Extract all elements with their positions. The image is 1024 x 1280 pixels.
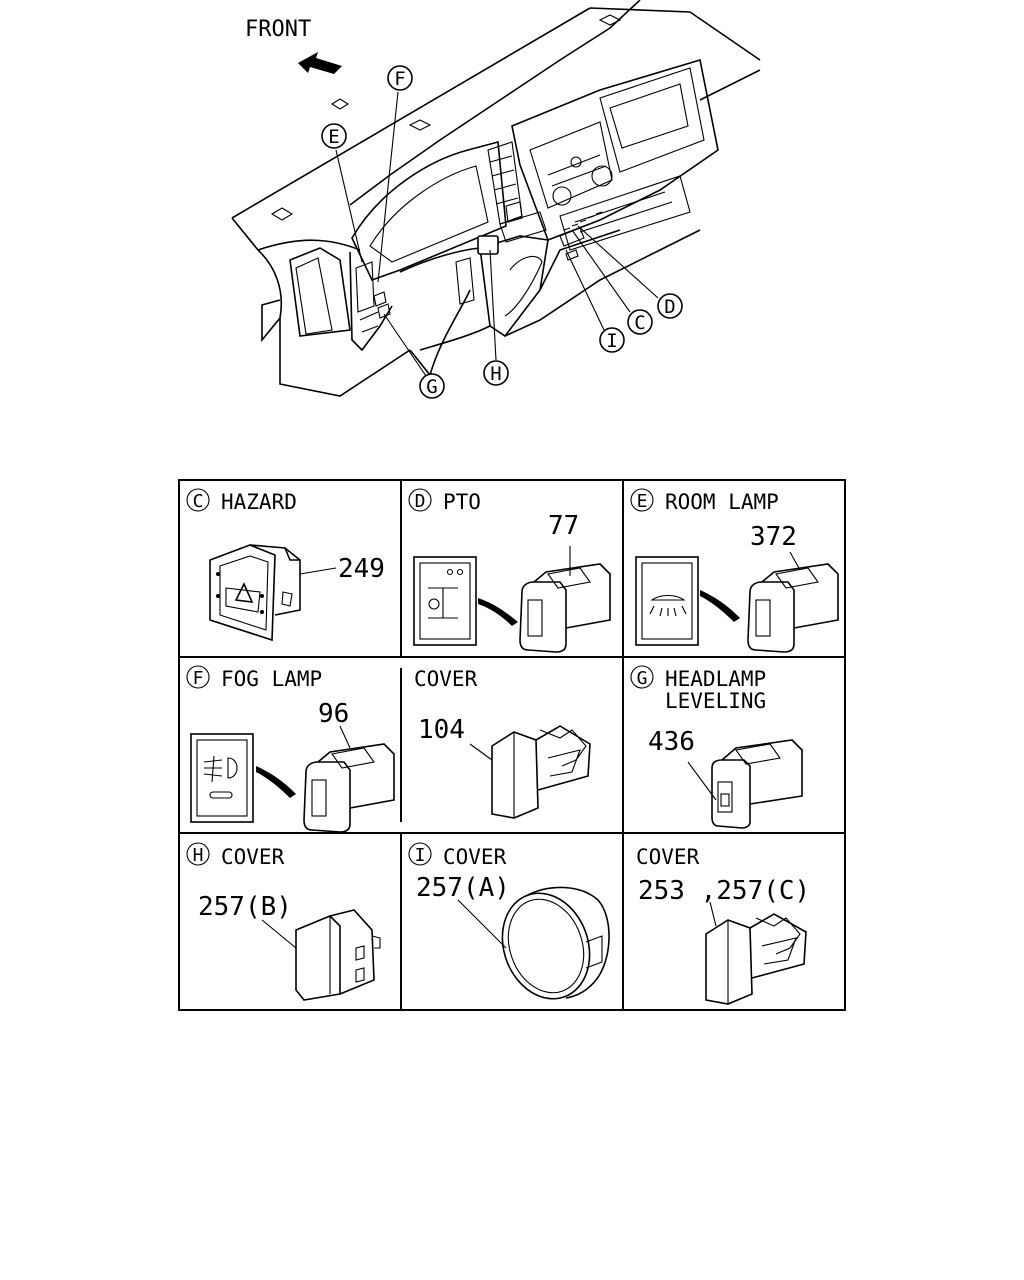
cell-cover-104: COVER 104 <box>414 667 591 819</box>
cover-257a-icon <box>457 886 610 1000</box>
cell-fog-lamp: F FOG LAMP 96 <box>186 665 395 833</box>
cell-room-lamp: E ROOM LAMP 372 <box>630 488 839 653</box>
letter-badge <box>186 488 210 512</box>
cover-257b-icon <box>261 909 381 1001</box>
cell-title: HEADLAMP <box>665 667 766 691</box>
svg-text:E: E <box>328 126 339 148</box>
cell-cover-i: I COVER 257(A) <box>408 842 610 1000</box>
cell-headlamp-leveling: G HEADLAMP LEVELING 436 <box>630 665 803 829</box>
svg-text:C: C <box>634 312 645 334</box>
svg-text:F: F <box>394 68 405 90</box>
pto-switch-icon <box>413 546 611 653</box>
svg-text:D: D <box>415 491 426 512</box>
cell-title: FOG LAMP <box>221 667 322 691</box>
callout-c: C <box>627 309 653 335</box>
svg-text:C: C <box>193 491 204 512</box>
cell-cover-h: H COVER 257(B) <box>186 842 381 1001</box>
part-number: 77 <box>548 511 579 541</box>
letter-badge <box>630 665 654 689</box>
part-number: 253 ,257(C) <box>638 876 810 906</box>
callout-i: I <box>599 327 625 353</box>
cell-title: HAZARD <box>221 490 297 514</box>
part-number: 257(A) <box>416 873 510 903</box>
part-number: 249 <box>338 554 385 584</box>
letter-badge <box>408 842 432 866</box>
svg-text:D: D <box>664 296 675 318</box>
part-number: 96 <box>318 699 349 729</box>
cover-253-icon <box>705 901 807 1005</box>
cover-104-icon <box>469 725 591 819</box>
parts-table: C HAZARD 249 D PTO 77 <box>178 479 846 1011</box>
callout-d: D <box>657 293 683 319</box>
cell-pto: D PTO 77 <box>408 488 611 653</box>
letter-badge <box>186 842 210 866</box>
svg-text:I: I <box>606 330 617 352</box>
svg-text:H: H <box>490 363 501 385</box>
part-number: 372 <box>750 522 797 552</box>
svg-text:H: H <box>193 845 204 866</box>
svg-text:G: G <box>426 376 437 398</box>
room-lamp-switch-icon <box>635 551 839 653</box>
front-arrow-icon <box>298 52 342 74</box>
headlamp-leveling-switch-icon <box>687 739 803 829</box>
part-number: 104 <box>418 715 465 745</box>
cell-title: PTO <box>443 490 481 514</box>
dashboard-overview: FRONT <box>231 0 761 399</box>
part-number: 257(B) <box>198 892 292 922</box>
cell-title: ROOM LAMP <box>665 490 779 514</box>
callout-g: G <box>419 373 445 399</box>
cell-hazard: C HAZARD 249 <box>186 488 385 642</box>
svg-text:I: I <box>415 845 426 866</box>
cell-title: COVER <box>221 845 285 869</box>
cell-cover-c: COVER 253 ,257(C) <box>636 845 810 1005</box>
part-number: 436 <box>648 727 695 757</box>
fog-lamp-switch-icon <box>190 725 395 833</box>
callout-e: E <box>321 123 347 149</box>
letter-badge <box>630 488 654 512</box>
hazard-switch-icon <box>209 544 337 642</box>
cell-title: COVER <box>414 667 478 691</box>
svg-text:G: G <box>637 668 648 689</box>
letter-badge <box>408 488 432 512</box>
front-label: FRONT <box>245 17 311 42</box>
table-border <box>178 479 846 1011</box>
callout-h: H <box>483 360 509 386</box>
cell-title: COVER <box>443 845 507 869</box>
svg-text:E: E <box>637 491 648 512</box>
callout-f: F <box>387 65 413 91</box>
cell-title: COVER <box>636 845 700 869</box>
cell-title-line2: LEVELING <box>665 689 766 713</box>
svg-text:F: F <box>193 668 204 689</box>
letter-badge <box>186 665 210 689</box>
